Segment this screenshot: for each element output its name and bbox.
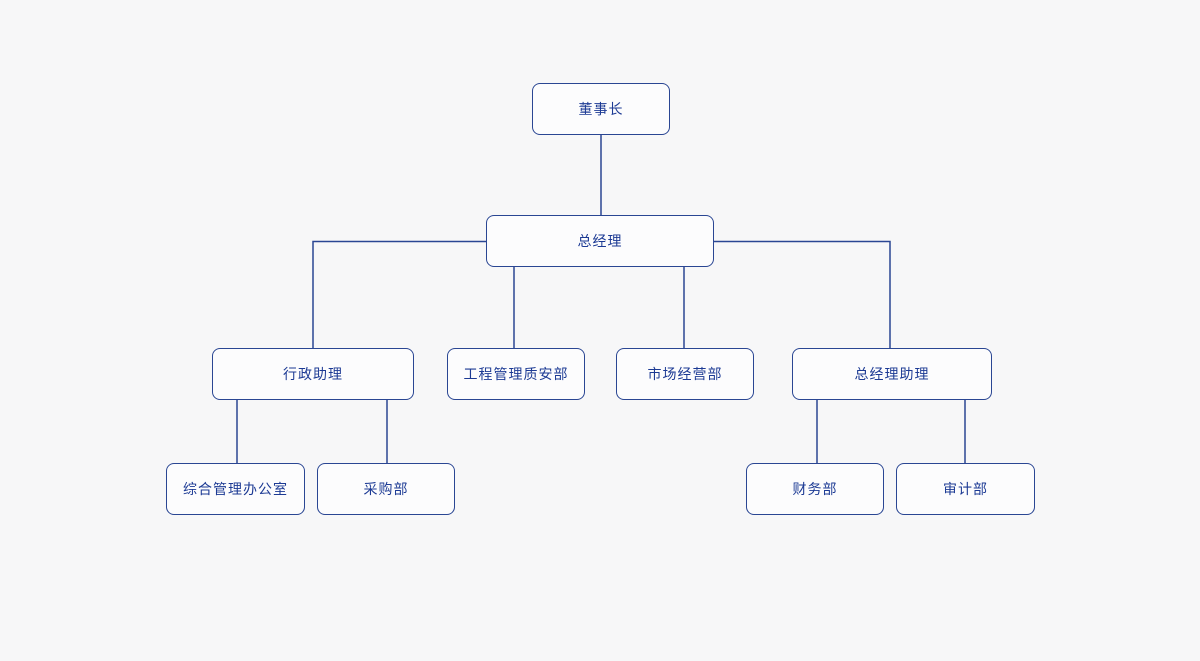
node-engineering-quality-safety-dept[interactable]: 工程管理质安部 <box>447 348 585 400</box>
node-admin-assistant-label: 行政助理 <box>283 366 343 382</box>
node-general-manager-label: 总经理 <box>577 233 623 249</box>
node-gm-assistant-label: 总经理助理 <box>854 366 930 382</box>
node-procurement-dept-label: 采购部 <box>363 481 409 497</box>
node-admin-assistant[interactable]: 行政助理 <box>212 348 414 400</box>
node-engineering-quality-safety-dept-label: 工程管理质安部 <box>463 366 569 382</box>
node-audit-dept[interactable]: 审计部 <box>896 463 1035 515</box>
node-gm-assistant[interactable]: 总经理助理 <box>792 348 992 400</box>
node-general-manager[interactable]: 总经理 <box>486 215 714 267</box>
node-finance-dept[interactable]: 财务部 <box>746 463 884 515</box>
node-general-management-office[interactable]: 综合管理办公室 <box>166 463 305 515</box>
node-audit-dept-label: 审计部 <box>943 481 988 497</box>
connector-general-manager-to-gm-assistant <box>714 240 891 348</box>
node-finance-dept-label: 财务部 <box>792 481 838 497</box>
node-chairman-label: 董事长 <box>578 101 624 117</box>
node-market-operations-dept-label: 市场经营部 <box>647 366 723 382</box>
node-market-operations-dept[interactable]: 市场经营部 <box>616 348 754 400</box>
node-procurement-dept[interactable]: 采购部 <box>317 463 455 515</box>
node-general-management-office-label: 综合管理办公室 <box>183 481 288 497</box>
connector-general-manager-to-admin-assistant <box>312 240 486 348</box>
node-chairman[interactable]: 董事长 <box>532 83 670 135</box>
